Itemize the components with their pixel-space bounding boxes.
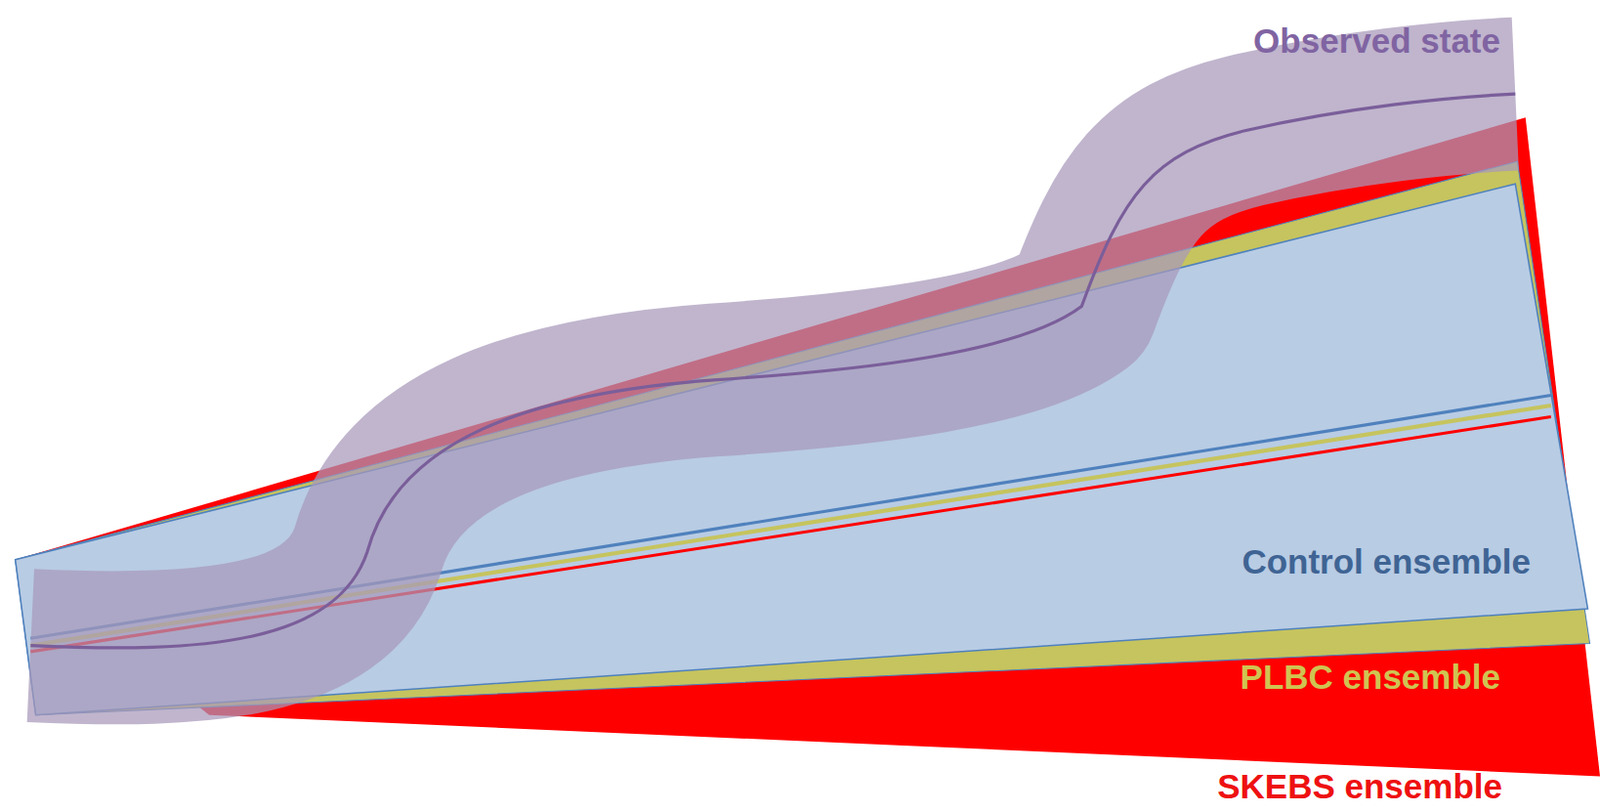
plbc-label: PLBC ensemble xyxy=(1240,657,1501,697)
observed-label: Observed state xyxy=(1253,21,1501,61)
skebs-label: SKEBS ensemble xyxy=(1217,766,1503,806)
control-label: Control ensemble xyxy=(1241,542,1531,582)
